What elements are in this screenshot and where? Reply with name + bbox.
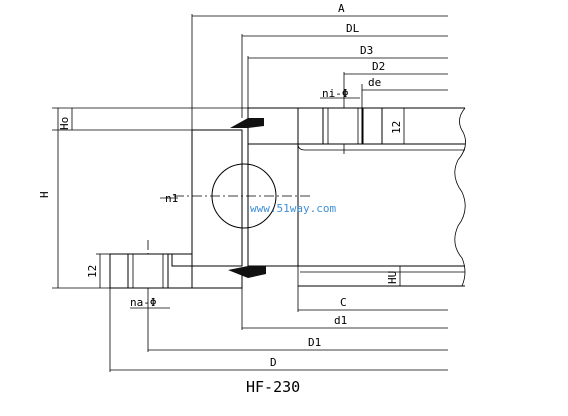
- watermark-text: www.51way.com: [250, 202, 336, 215]
- extension-lines: [52, 14, 408, 372]
- label-de: de: [368, 76, 381, 89]
- outer-ring-section: [109, 129, 243, 289]
- dimension-lines: [57, 15, 448, 371]
- label-D2: D2: [372, 60, 385, 73]
- label-D3: D3: [360, 44, 373, 57]
- rolling-ball: [174, 163, 310, 229]
- seal-bottom: [228, 266, 266, 278]
- label-n1: n1: [165, 192, 178, 205]
- label-DL: DL: [346, 22, 360, 35]
- label-12-bottom: 12: [86, 265, 99, 278]
- drawing-caption: HF-230: [246, 378, 300, 396]
- label-Ho: Ho: [58, 117, 71, 130]
- label-ni-phi: ni-Φ: [322, 87, 349, 100]
- label-H: H: [38, 191, 51, 198]
- label-A: A: [338, 2, 345, 15]
- label-HU: HU: [386, 271, 399, 284]
- label-d1: d1: [334, 314, 347, 327]
- label-D: D: [270, 356, 277, 369]
- seal-top: [230, 118, 264, 128]
- label-C: C: [340, 296, 347, 309]
- inner-ring-section: [247, 107, 466, 287]
- label-12-top: 12: [390, 121, 403, 134]
- label-D1: D1: [308, 336, 321, 349]
- label-na-phi: na-Φ: [130, 296, 157, 309]
